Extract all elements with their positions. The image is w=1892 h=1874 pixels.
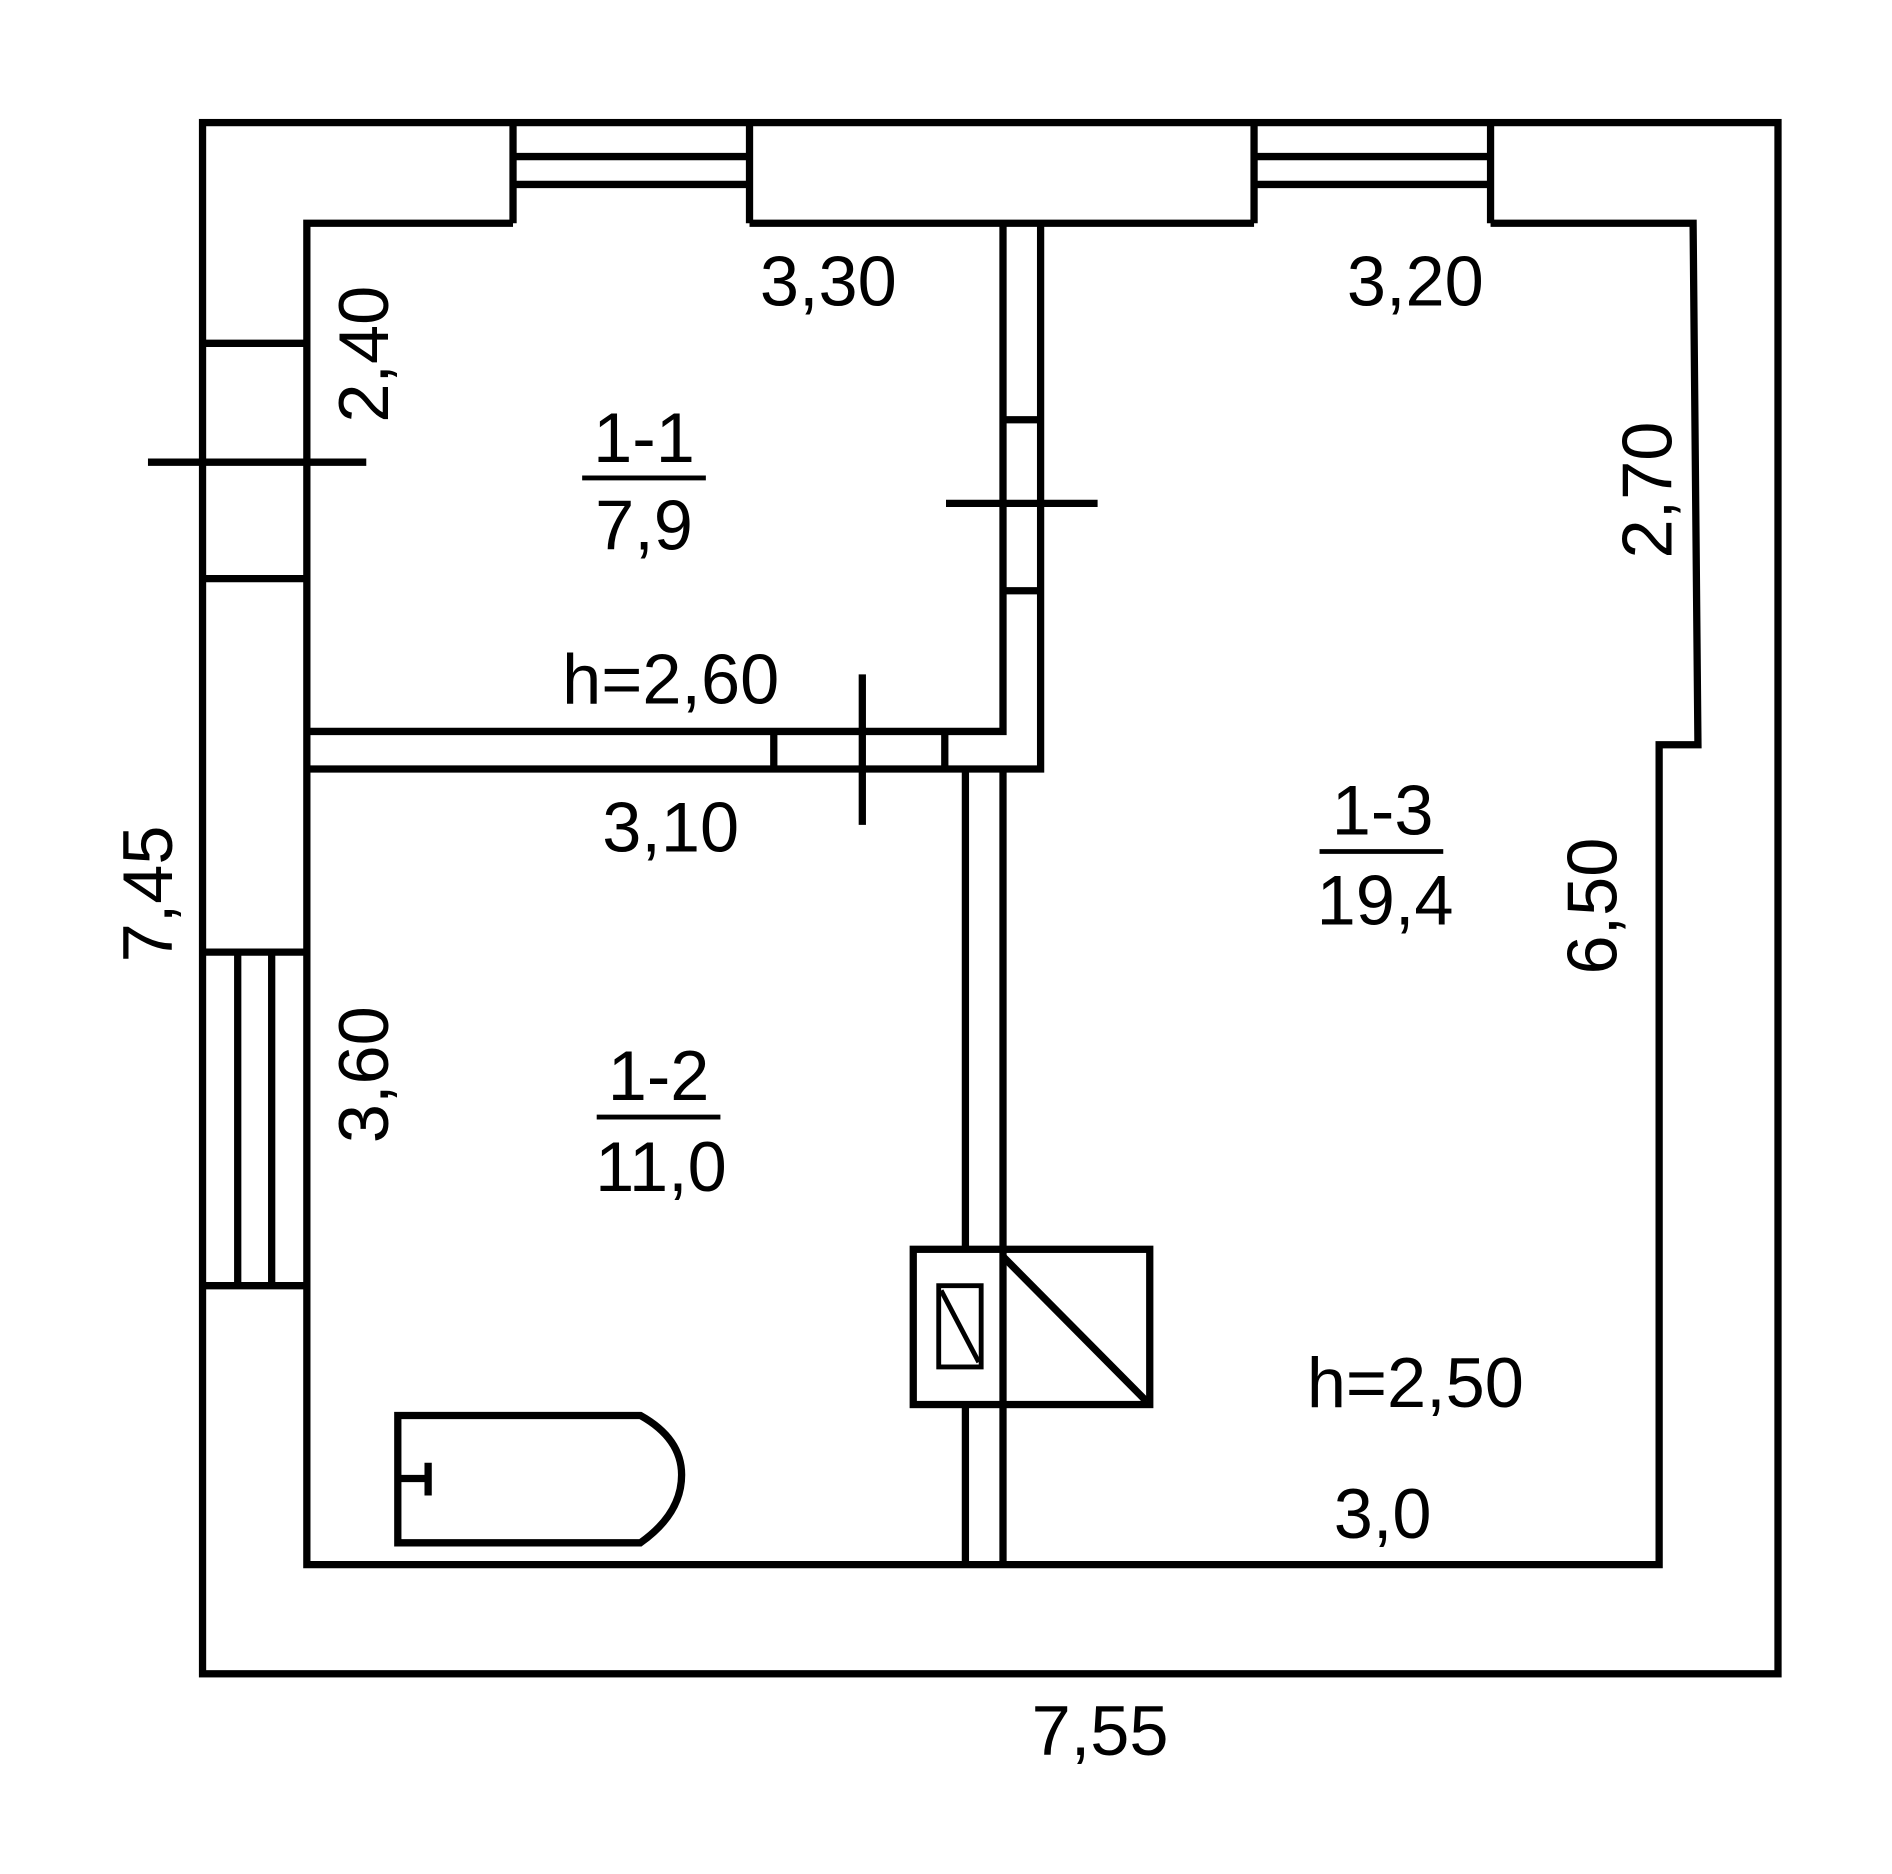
dim-room3-top: 3,20: [1347, 242, 1484, 321]
dim-room2-left: 3,60: [324, 1006, 403, 1143]
inner-wall: [303, 219, 1702, 1569]
dim-room3-right-upper: 2,70: [1607, 422, 1686, 559]
dim-room1-height: h=2,60: [562, 640, 779, 719]
room-1-1-area: 7,9: [595, 486, 693, 565]
window-top-right: [1250, 122, 1495, 224]
dim-room1-left: 2,40: [324, 286, 403, 423]
dim-room3-height: h=2,50: [1307, 1343, 1524, 1422]
window-left-lower: [202, 948, 307, 1290]
room-1-3-area: 19,4: [1317, 860, 1454, 939]
dim-outer-width: 7,55: [1032, 1691, 1169, 1770]
stove: [909, 1245, 1154, 1409]
room-1-1-id: 1-1: [593, 398, 695, 477]
room-1-2-id: 1-2: [608, 1036, 710, 1115]
partition-room-1-2: [961, 769, 1007, 1565]
room-1-2-area: 11,0: [595, 1127, 727, 1206]
room-1-3-id: 1-3: [1332, 771, 1434, 850]
dim-outer-height: 7,45: [108, 825, 187, 962]
window-left-upper: [147, 339, 367, 583]
dim-room3-right: 6,50: [1553, 838, 1632, 975]
bathtub-icon: [394, 1411, 686, 1547]
dim-room3-bottom: 3,0: [1334, 1474, 1432, 1553]
dim-room2-top: 3,10: [602, 787, 739, 866]
outer-wall: [198, 118, 1782, 1678]
partition-room-1-1: [306, 223, 1098, 825]
dim-room1-top: 3,30: [760, 242, 897, 321]
window-top-left: [509, 122, 754, 224]
